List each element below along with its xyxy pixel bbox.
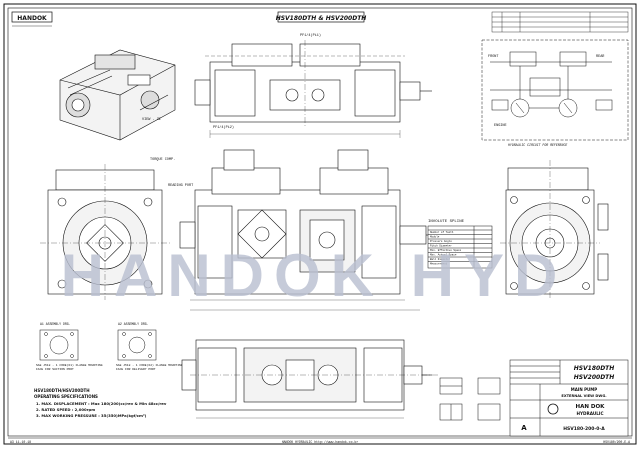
watermark: HANDOK HYD <box>61 242 568 309</box>
title-company: HAN DOK <box>576 404 606 410</box>
bottom-plan-view <box>181 339 440 419</box>
spline-row: Pressure Angle <box>430 239 452 243</box>
title-drawing-name: EXTERNAL VIEW DWG. <box>561 394 606 398</box>
reading-port-note: READING PORT <box>168 184 193 188</box>
engine-label: ENGINE <box>494 124 507 128</box>
spec-line: 3. MAX WORKING PRESSURE : 35(350)MPa(kgf… <box>36 413 147 418</box>
flange-details <box>39 329 157 361</box>
front-elevation-view <box>179 149 438 311</box>
sheet-border <box>3 3 637 445</box>
sheet-inner-border <box>7 7 633 437</box>
isometric-pump-view <box>59 49 176 141</box>
title-company-2: HYDRAULIC <box>576 411 603 416</box>
right-end-view <box>500 160 609 300</box>
port-pi2-label: PF1/4(Pi2) <box>213 125 234 130</box>
title-drawing-no: HSV180-200-0-A <box>563 426 605 432</box>
flange-right-caption: SAE J518 - 1 CODE(62) FLANGE MOUNTING FA… <box>116 364 183 371</box>
spline-row: Ball Diameter <box>430 257 451 261</box>
spec-model-line: HSV180DTH/HSV200DTH <box>34 388 90 393</box>
title-box <box>277 11 365 23</box>
spline-row: Max. Actual Space <box>430 253 457 257</box>
view-zz-label: VIEW - ZZ <box>142 118 161 122</box>
left-end-view <box>40 164 170 300</box>
flange-left-title: A1 ASSEMBLY DRG. <box>40 322 71 326</box>
brand-box <box>11 11 53 23</box>
title-corner-mark: A <box>521 424 527 432</box>
section-details <box>439 377 501 421</box>
hydraulic-circuit <box>481 39 629 141</box>
spline-rows: Number of Teeth Module Pressure Angle Pi… <box>430 230 462 266</box>
spline-row: Pitch Diameter <box>430 244 452 248</box>
footer-left: A3 11.10.18 <box>10 440 31 444</box>
title-model-1: HSV180DTH <box>574 365 615 372</box>
spline-row: Module <box>430 235 440 239</box>
spline-table-title: INVOLUTE SPLINE <box>428 220 465 224</box>
spec-heading: OPERATING SPECIFICATIONS <box>34 394 98 399</box>
front-label: FRONT <box>488 55 499 59</box>
spec-line: 2. RATED SPEED : 2,000rpm <box>36 407 95 412</box>
company-logo-icon <box>547 403 559 415</box>
title-block <box>509 359 629 437</box>
spec-line: 1. MAX. DISPLACEMENT : Max 180(200)cc/re… <box>36 401 167 406</box>
revision-table <box>491 11 629 33</box>
title-subtitle: MAIN PUMP <box>571 387 597 392</box>
spline-row: Min. Effective Space <box>430 248 462 252</box>
top-elevation-view <box>194 40 432 138</box>
circuit-caption: HYDRAULIC CIRCUIT FOR REFERENCE <box>508 143 567 147</box>
brand-top: HANDOK <box>17 15 47 22</box>
spline-row: Measurement <box>430 263 448 266</box>
port-pi1-label: PF1/4(Pi1) <box>300 33 321 38</box>
footer-right: HSV180/200-E-A <box>603 440 630 444</box>
torque-note: TORQUE COMP. <box>150 158 175 162</box>
flange-right-caption-box: SAE J518 - 1 CODE(62) FLANGE MOUNTING FA… <box>116 364 183 371</box>
footer-center: HANDOK HYDRAULIC http://www.handok.co.kr <box>282 440 359 444</box>
sheet-title: HSV180DTH & HSV200DTH <box>276 15 367 22</box>
rear-label: REAR <box>596 55 605 59</box>
spline-table <box>427 225 493 269</box>
flange-left-caption: SAE J518 - 1 CODE(61) FLANGE MOUNTING FA… <box>36 364 103 371</box>
spline-row: Number of Teeth <box>430 230 454 234</box>
flange-right-title: A2 ASSEMBLY DRG. <box>118 322 149 326</box>
title-model-2: HSV200DTH <box>574 374 615 381</box>
flange-left-caption-box: SAE J518 - 1 CODE(61) FLANGE MOUNTING FA… <box>36 364 103 371</box>
